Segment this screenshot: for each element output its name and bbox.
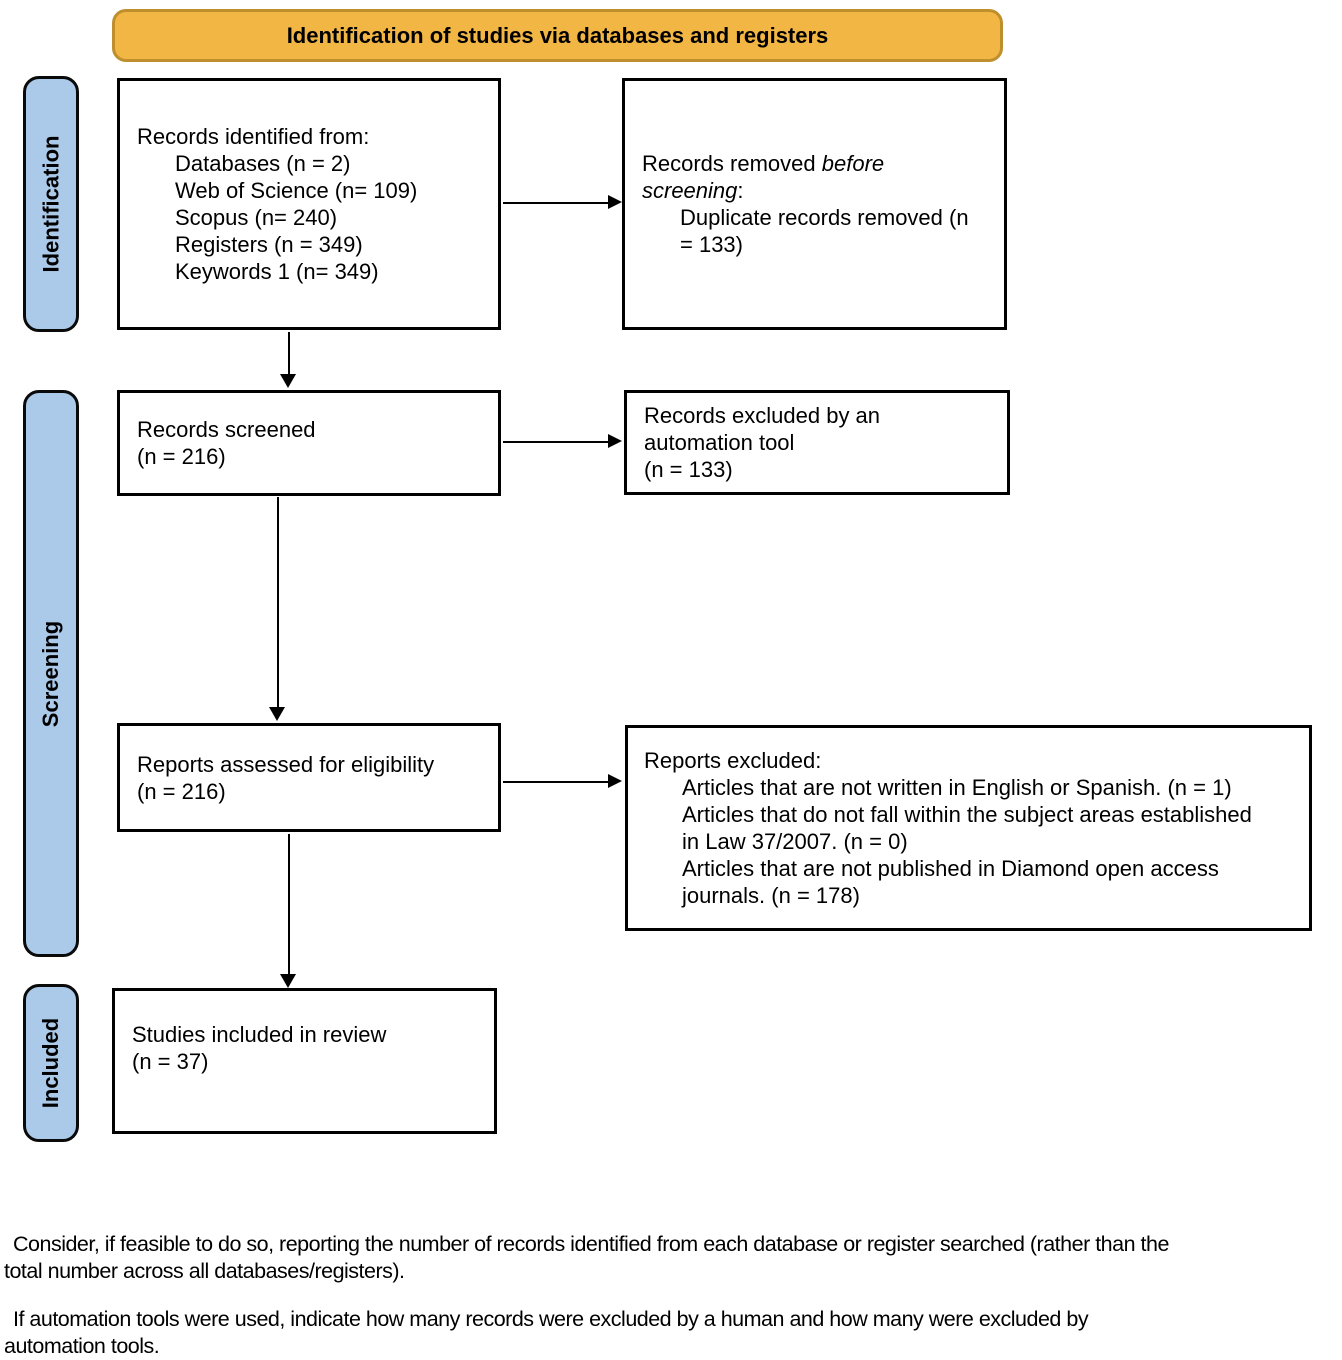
reports-excluded-item: Articles that are not written in English… (682, 775, 1232, 800)
records-identified-item: Keywords 1 (n= 349) (175, 259, 379, 284)
box-records-excluded-automation: Records excluded by an automation tool (… (624, 390, 1010, 495)
footnote-paragraph: If automation tools were used, indicate … (4, 1306, 1342, 1360)
footnote-line: If automation tools were used, indicate … (13, 1307, 1089, 1331)
box-records-screened: Records screened (n = 216) (117, 390, 501, 496)
footnote-line: total number across all databases/regist… (4, 1259, 405, 1283)
stage-label-included-text: Included (38, 1017, 64, 1109)
reports-excluded-item: Articles that do not fall within the sub… (682, 802, 1252, 827)
stage-label-screening-text: Screening (38, 620, 63, 727)
banner-title: Identification of studies via databases … (286, 22, 829, 48)
reports-excluded-item: in Law 37/2007. (n = 0) (682, 829, 908, 854)
box-reports-excluded: Reports excluded: Articles that are not … (625, 725, 1312, 931)
stage-label-included: Included (23, 984, 79, 1142)
records-identified-item: Databases (n = 2) (175, 151, 351, 176)
records-excluded-count: (n = 133) (644, 457, 733, 482)
records-removed-item-line: Duplicate records removed (n (680, 205, 969, 230)
box-reports-assessed: Reports assessed for eligibility (n = 21… (117, 723, 501, 832)
arrow-screened-to-assessed (269, 497, 285, 721)
records-removed-item-line: = 133) (680, 232, 743, 257)
stage-label-screening: Screening (23, 390, 79, 957)
footnote-paragraph: Consider, if feasible to do so, reportin… (4, 1231, 1342, 1285)
footnote-line: automation tools. (4, 1334, 160, 1358)
reports-excluded-item: Articles that are not published in Diamo… (682, 856, 1219, 881)
banner-identification-via-databases: Identification of studies via databases … (112, 9, 1003, 62)
records-excluded-line: automation tool (644, 430, 795, 455)
arrow-screened-to-excluded (503, 434, 622, 448)
reports-excluded-heading: Reports excluded: (644, 748, 822, 773)
records-screened-count: (n = 216) (137, 444, 226, 469)
box-studies-included: Studies included in review (n = 37) (112, 988, 497, 1134)
footnote-line: Consider, if feasible to do so, reportin… (13, 1232, 1169, 1256)
records-identified-item: Scopus (n= 240) (175, 205, 338, 230)
studies-included-line: Studies included in review (132, 1022, 387, 1047)
records-removed-heading-line1: Records removed before (642, 151, 885, 176)
arrow-identified-to-screened (280, 332, 296, 388)
records-identified-item: Registers (n = 349) (175, 232, 363, 257)
arrow-assessed-to-reports-excluded (503, 774, 622, 788)
reports-assessed-line: Reports assessed for eligibility (137, 751, 435, 777)
footnotes: Consider, if feasible to do so, reportin… (4, 1231, 1342, 1360)
records-excluded-line: Records excluded by an (644, 403, 881, 428)
arrow-assessed-to-included (280, 834, 296, 988)
stage-label-identification-text: Identification (38, 135, 64, 273)
stage-label-identification: Identification (23, 76, 79, 332)
box-records-identified: Records identified from: Databases (n = … (117, 78, 501, 330)
records-identified-item: Web of Science (n= 109) (175, 178, 418, 203)
studies-included-count: (n = 37) (132, 1049, 209, 1074)
records-removed-heading-line2: screening: (642, 178, 744, 203)
records-screened-line: Records screened (137, 417, 316, 442)
box-records-removed-before-screening: Records removed before screening: Duplic… (622, 78, 1007, 330)
arrow-identified-to-removed (503, 195, 622, 209)
records-identified-heading: Records identified from: (137, 124, 370, 149)
reports-excluded-item: journals. (n = 178) (682, 883, 860, 908)
reports-assessed-count: (n = 216) (137, 778, 226, 804)
